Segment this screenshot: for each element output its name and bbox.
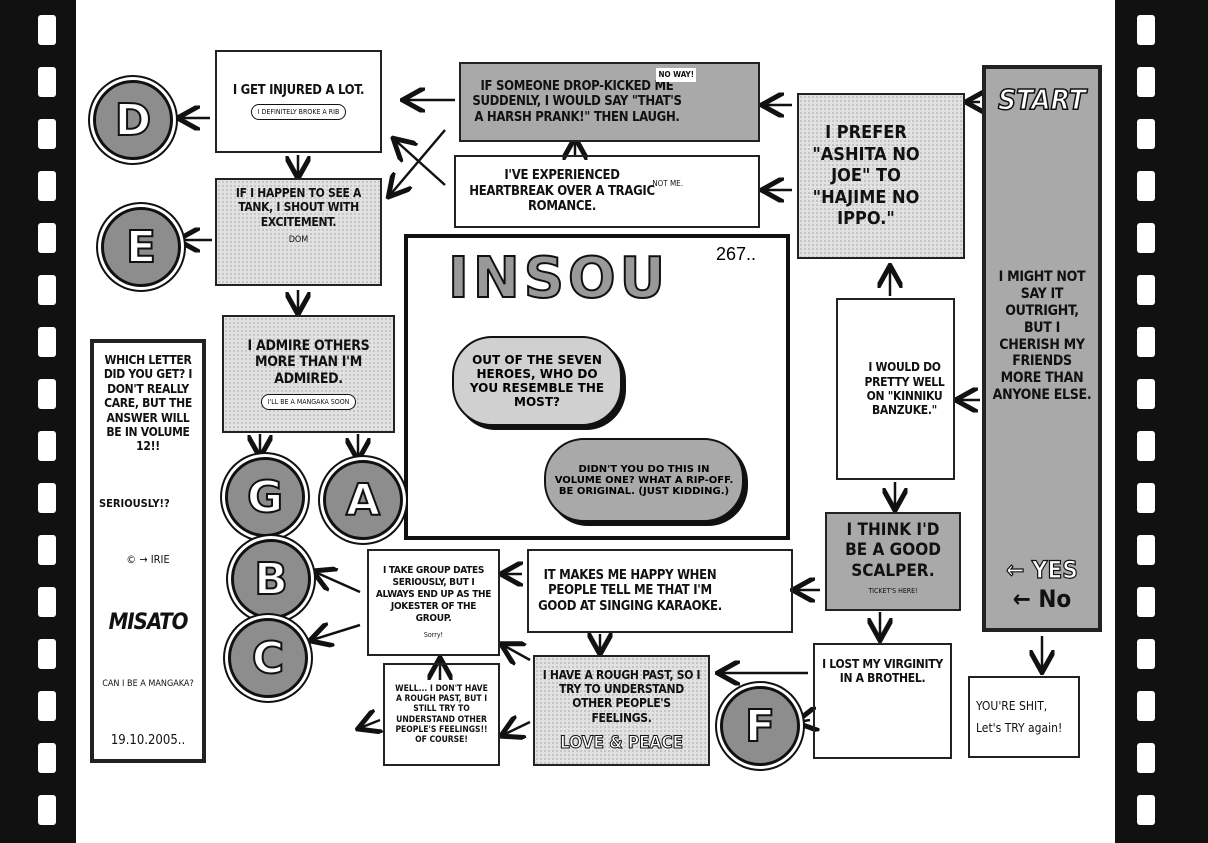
question-text: I would do pretty well on "Kinniku Banzu… [864, 360, 945, 418]
yes-label: ← YES [1006, 556, 1079, 585]
sfx-dom: DOM [288, 235, 309, 246]
sprocket-hole [1137, 275, 1155, 305]
credit-label: © → IRIE [126, 553, 170, 567]
question-ashita: I prefer "Ashita no Joe" to "Hajime no I… [797, 93, 965, 259]
mangaka-question: CAN I BE A MANGAKA? [102, 679, 194, 690]
sfx-no-way: NO WAY! [656, 68, 696, 82]
answer-bubble: Didn't you do this in volume one? What a… [544, 438, 744, 522]
sprocket-hole [1137, 67, 1155, 97]
sprocket-hole [1137, 639, 1155, 669]
center-panel: INSOU 267.. Out of the SEVEN HEROES, who… [404, 234, 790, 540]
result-g: G [225, 457, 305, 537]
sprocket-hole [38, 535, 56, 565]
side-text: Which letter did you get? I don't really… [103, 353, 193, 454]
result-d: D [93, 80, 173, 160]
date-label: 19.10.2005.. [110, 733, 186, 749]
sprocket-hole [1137, 483, 1155, 513]
question-text: If someone drop-kicked me suddenly, I wo… [472, 78, 682, 125]
start-title: START [997, 82, 1086, 116]
seriously-label: SERIOUSLY!? [99, 496, 170, 510]
sfx-sorry: Sorry! [423, 631, 444, 640]
sprocket-hole [1137, 171, 1155, 201]
question-text: Well... I don't have a rough past, but I… [395, 683, 488, 745]
sprocket-hole [1137, 119, 1155, 149]
center-answer: Didn't you do this in volume one? What a… [554, 463, 734, 497]
question-groupdates: I take group dates seriously, but I alwa… [367, 549, 500, 656]
question-injured: I get injured a lot. I definitely broke … [215, 50, 382, 153]
no-label: ← No [1012, 585, 1072, 614]
question-bubble: Out of the SEVEN HEROES, who do you rese… [452, 336, 622, 426]
sprocket-hole [1137, 535, 1155, 565]
love-peace-label: LOVE & PEACE [559, 733, 684, 754]
sprocket-hole [38, 15, 56, 45]
sprocket-hole [38, 119, 56, 149]
start-question: I might not say it outright, but I cheri… [992, 269, 1092, 403]
side-panel: Which letter did you get? I don't really… [90, 339, 206, 763]
question-roughpast: I have a rough past, so I try to underst… [533, 655, 710, 766]
sprocket-hole [1137, 379, 1155, 409]
question-well: Well... I don't have a rough past, but I… [383, 663, 500, 766]
sprocket-hole [38, 171, 56, 201]
sprocket-hole [38, 483, 56, 513]
sprocket-hole [38, 275, 56, 305]
question-admire: I admire others more than I'm admired. I… [222, 315, 395, 433]
sfx-not-me: NOT ME. [652, 179, 683, 188]
sprocket-hole [1137, 743, 1155, 773]
question-text: I've experienced heartbreak over a tragi… [469, 168, 655, 215]
question-text: I get injured a lot. [232, 82, 365, 98]
sprocket-hole [1137, 431, 1155, 461]
film-strip-left [0, 0, 76, 843]
question-tank: If I happen to see a tank, I shout with … [215, 178, 382, 286]
sfx-mangaka: I'll be a mangaka soon [260, 394, 357, 411]
question-karaoke: It makes me happy when people tell me th… [527, 549, 793, 633]
sprocket-hole [38, 223, 56, 253]
result-b: B [231, 539, 311, 619]
retry-text: You're shit, [976, 698, 1048, 713]
sprocket-hole [1137, 327, 1155, 357]
sprocket-hole [38, 587, 56, 617]
sprocket-hole [1137, 691, 1155, 721]
question-kinniku: I would do pretty well on "Kinniku Banzu… [836, 298, 955, 480]
sprocket-hole [38, 795, 56, 825]
question-text: I think I'd be a good scalper. [845, 520, 941, 581]
question-scalper: I think I'd be a good scalper. Ticket's … [825, 512, 961, 611]
logo-insou: INSOU [447, 245, 670, 312]
sprocket-hole [38, 639, 56, 669]
retry-box: You're shit, Let's TRY again! [968, 676, 1080, 758]
result-f: F [720, 686, 800, 766]
question-text: I prefer "Ashita no Joe" to "Hajime no I… [812, 122, 920, 230]
question-heartbreak: I've experienced heartbreak over a tragi… [454, 155, 760, 228]
start-box: START I might not say it outright, but I… [982, 65, 1102, 632]
retry-text-2: Let's TRY again! [976, 721, 1063, 735]
question-virginity: I lost my virginity in a brothel. [813, 643, 952, 759]
sprocket-hole [38, 691, 56, 721]
result-c: C [228, 618, 308, 698]
question-dropkick: If someone drop-kicked me suddenly, I wo… [459, 62, 760, 142]
result-e: E [101, 207, 181, 287]
question-text: I lost my virginity in a brothel. [822, 657, 943, 686]
sprocket-hole [1137, 223, 1155, 253]
sprocket-hole [38, 327, 56, 357]
sprocket-hole [38, 743, 56, 773]
page-number: 267.. [715, 244, 756, 264]
author-signature: MISATO [108, 609, 189, 635]
sprocket-hole [38, 379, 56, 409]
sprocket-hole [38, 431, 56, 461]
question-text: I have a rough past, so I try to underst… [542, 667, 701, 725]
question-text: I take group dates seriously, but I alwa… [375, 565, 492, 625]
question-text: If I happen to see a tank, I shout with … [235, 186, 362, 229]
sprocket-hole [1137, 795, 1155, 825]
sfx-tickets: Ticket's here! [868, 587, 918, 596]
sprocket-hole [1137, 587, 1155, 617]
question-text: It makes me happy when people tell me th… [538, 567, 722, 614]
question-text: I admire others more than I'm admired. [247, 337, 370, 388]
sprocket-hole [38, 67, 56, 97]
sprocket-hole [1137, 15, 1155, 45]
film-strip-right [1115, 0, 1208, 843]
center-question: Out of the SEVEN HEROES, who do you rese… [469, 353, 605, 409]
sfx-broke-rib: I definitely broke a rib [250, 104, 347, 121]
result-a: A [323, 460, 403, 540]
